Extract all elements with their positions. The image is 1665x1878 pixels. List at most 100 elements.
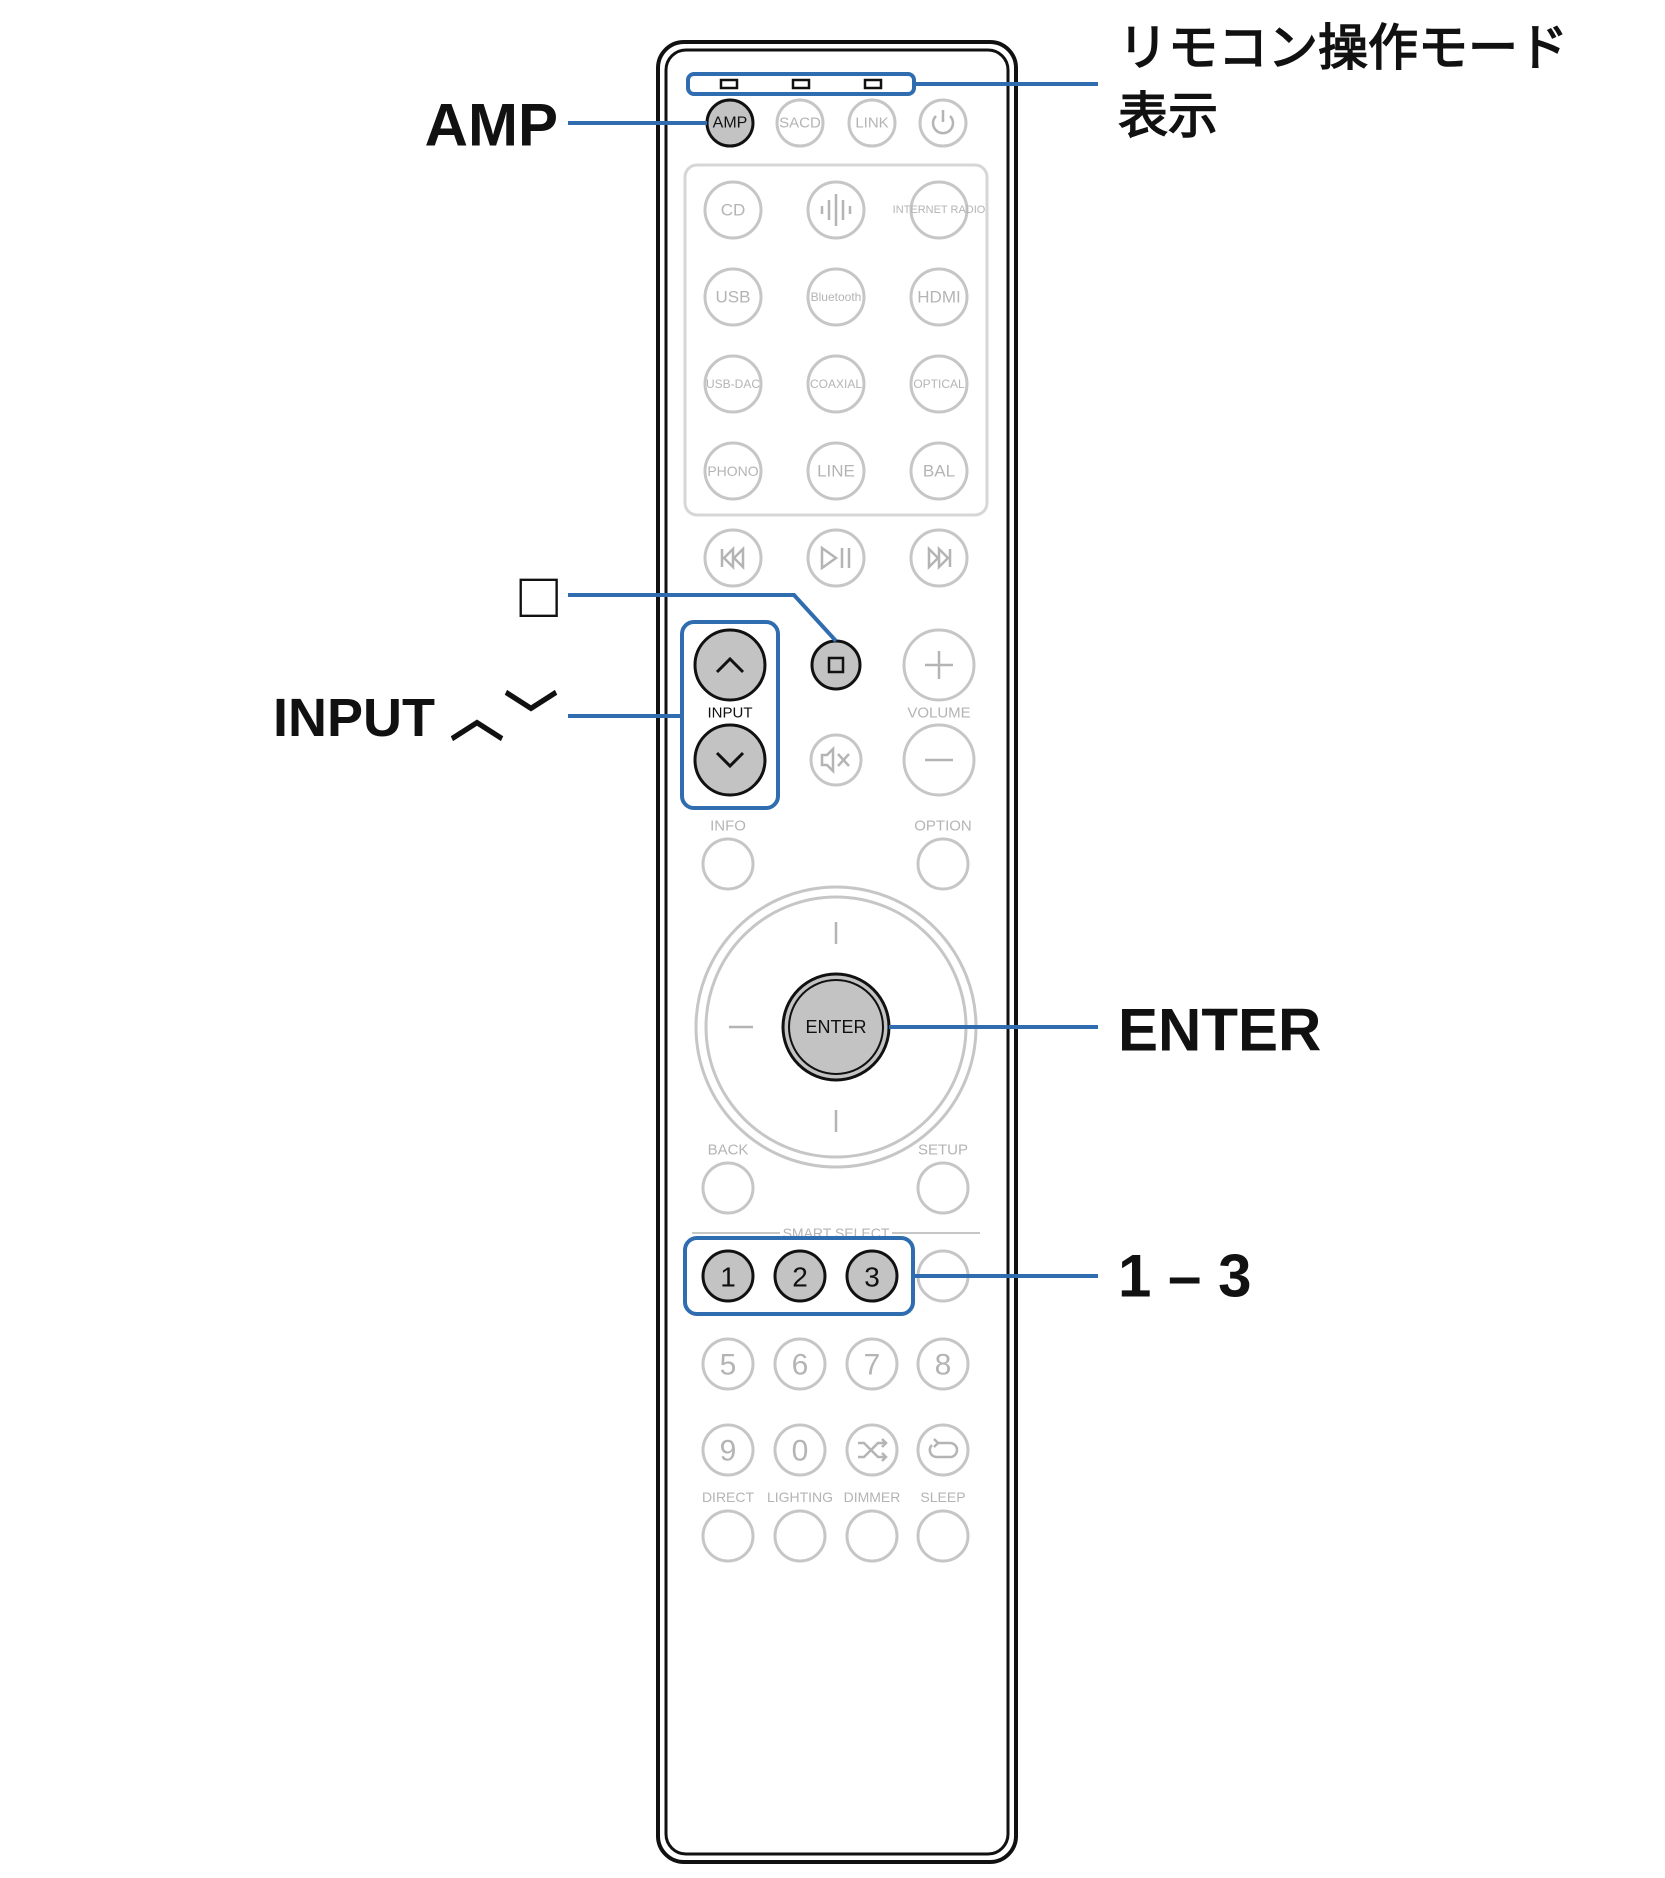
bluetooth-button[interactable]: Bluetooth [806, 267, 866, 327]
hdmi-button-label: HDMI [917, 288, 960, 307]
enter-callout: ENTER [1118, 997, 1321, 1064]
input-label: INPUT [708, 705, 753, 722]
internet-radio-button-label: INTERNET RADIO [893, 204, 986, 216]
skip-back-button[interactable] [703, 528, 763, 588]
amp-button[interactable]: AMP [705, 98, 755, 148]
link-button-label: LINK [855, 115, 888, 132]
random-button[interactable] [845, 1423, 899, 1477]
chevron-up-icon [715, 656, 745, 674]
number-8-label: 8 [935, 1349, 952, 1382]
line-button[interactable]: LINE [806, 441, 866, 501]
chevron-down-icon [715, 751, 745, 769]
usb-dac-button-label: USB-DAC [706, 377, 760, 391]
number-9-button[interactable]: 9 [701, 1423, 755, 1477]
volume-label: VOLUME [907, 705, 970, 722]
stop-button[interactable] [810, 639, 862, 691]
link-button[interactable]: LINK [847, 98, 897, 148]
lighting-button[interactable] [773, 1509, 827, 1563]
direct-label: DIRECT [702, 1489, 755, 1505]
smart-select-2-button[interactable]: 2 [773, 1249, 827, 1303]
cd-button-label: CD [721, 201, 746, 220]
sacd-button-label: SACD [779, 115, 821, 132]
smart-select-1-label: 1 [720, 1262, 736, 1293]
info-button[interactable] [701, 837, 755, 891]
enter-button-label: ENTER [805, 1017, 866, 1037]
phono-button-label: PHONO [707, 463, 758, 479]
bal-button-label: BAL [923, 462, 955, 481]
amp-callout: AMP [425, 92, 558, 159]
usb-button[interactable]: USB [703, 267, 763, 327]
skip-back-icon [720, 545, 745, 571]
enter-button[interactable]: ENTER [781, 972, 891, 1082]
volume-down-button[interactable] [902, 723, 976, 797]
setup-label: SETUP [918, 1142, 968, 1159]
optical-button-label: OPTICAL [913, 377, 965, 391]
amp-button-label: AMP [713, 115, 748, 132]
usb-button-label: USB [716, 288, 751, 307]
bluetooth-button-label: Bluetooth [811, 290, 862, 304]
smart-select-callout: 1 – 3 [1118, 1243, 1251, 1310]
skip-forward-icon [927, 545, 952, 571]
repeat-button[interactable] [916, 1423, 970, 1477]
cd-button[interactable]: CD [703, 180, 763, 240]
source-panel [683, 163, 989, 517]
number-5-button[interactable]: 5 [701, 1337, 755, 1391]
bal-button[interactable]: BAL [909, 441, 969, 501]
number-7-button[interactable]: 7 [845, 1337, 899, 1391]
input-up-button[interactable] [693, 628, 767, 702]
smart-select-2-label: 2 [792, 1262, 808, 1293]
number-9-label: 9 [720, 1435, 737, 1468]
sacd-button[interactable]: SACD [775, 98, 825, 148]
mode-indicator-callout-line1: リモコン操作モード [1118, 19, 1568, 77]
plus-icon [925, 651, 953, 679]
number-5-label: 5 [720, 1349, 737, 1382]
phono-button[interactable]: PHONO [703, 441, 763, 501]
setup-button[interactable] [916, 1161, 970, 1215]
number-7-label: 7 [864, 1349, 881, 1382]
smart-select-3-label: 3 [864, 1262, 880, 1293]
heos-button[interactable] [806, 180, 866, 240]
sleep-button[interactable] [916, 1509, 970, 1563]
stop-icon [827, 656, 845, 674]
play-pause-button[interactable] [806, 528, 866, 588]
play-pause-icon [820, 545, 851, 571]
internet-radio-button[interactable]: INTERNET RADIO [893, 180, 986, 240]
number-0-button[interactable]: 0 [773, 1423, 827, 1477]
line-button-label: LINE [817, 462, 855, 481]
option-button[interactable] [916, 837, 970, 891]
back-button[interactable] [701, 1161, 755, 1215]
hdmi-button[interactable]: HDMI [909, 267, 969, 327]
number-0-label: 0 [792, 1435, 809, 1468]
info-label: INFO [710, 818, 746, 835]
mode-indicator-leds [719, 78, 883, 90]
lighting-label: LIGHTING [767, 1489, 833, 1505]
input-callout: INPUT ︿﹀ [273, 688, 558, 748]
dimmer-button[interactable] [845, 1509, 899, 1563]
heos-icon [820, 194, 852, 226]
input-down-button[interactable] [693, 723, 767, 797]
usb-dac-button[interactable]: USB-DAC [703, 354, 763, 414]
coaxial-button[interactable]: COAXIAL [806, 354, 866, 414]
random-icon [858, 1438, 888, 1462]
volume-up-button[interactable] [902, 628, 976, 702]
smart-select-3-button[interactable]: 3 [845, 1249, 899, 1303]
optical-button[interactable]: OPTICAL [909, 354, 969, 414]
number-6-button[interactable]: 6 [773, 1337, 827, 1391]
mute-icon [820, 745, 850, 775]
mode-indicator-callout-line2: 表示 [1118, 87, 1218, 145]
direct-button[interactable] [701, 1509, 755, 1563]
smart-select-1-button[interactable]: 1 [701, 1249, 755, 1303]
power-button[interactable] [918, 98, 968, 148]
mute-button[interactable] [809, 733, 863, 787]
power-icon [931, 110, 955, 135]
repeat-icon [928, 1438, 959, 1459]
option-label: OPTION [914, 818, 972, 835]
dimmer-label: DIMMER [844, 1489, 901, 1505]
skip-forward-button[interactable] [909, 528, 969, 588]
number-8-button[interactable]: 8 [916, 1337, 970, 1391]
stop-callout: □ [519, 559, 558, 631]
callout-line-stop [568, 593, 838, 643]
sleep-label: SLEEP [920, 1489, 965, 1505]
number-6-label: 6 [792, 1349, 809, 1382]
